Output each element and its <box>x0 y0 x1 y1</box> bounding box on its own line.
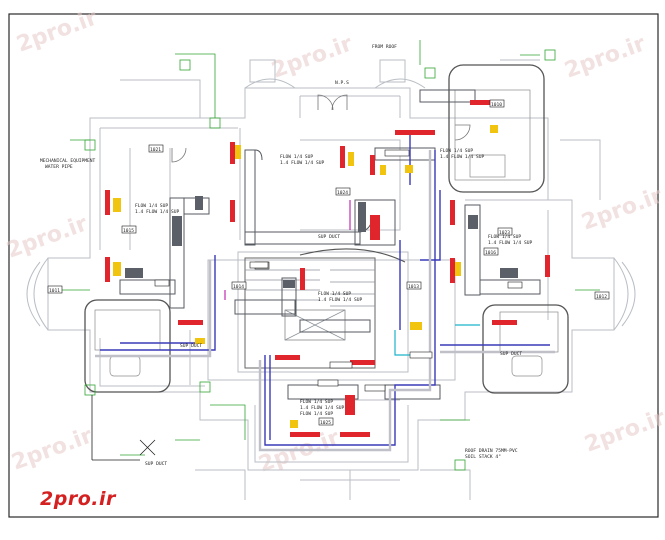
note-left: SUP DUCT <box>180 343 202 349</box>
room-tag: 1010 <box>491 102 502 108</box>
room-tag: 1014 <box>233 284 244 290</box>
note-dia-a: FLOW 1/4 SUP <box>488 234 521 240</box>
note-equipment: MECHANICAL EQUIPMENT <box>40 158 96 164</box>
equipment-boxes <box>154 149 523 392</box>
note-left: SUP DUCT <box>145 461 167 467</box>
room-tag: 1024 <box>337 190 348 196</box>
leader-lines <box>60 40 600 456</box>
duct-equipment <box>125 196 518 288</box>
note-dia-b: 1.4 FLOW 1/4 SUP <box>300 405 344 411</box>
note-dia-a: FLOW 1/4 SUP <box>440 148 473 154</box>
room-tag: 1016 <box>485 250 496 256</box>
supply-diffusers <box>105 100 550 437</box>
room-tag: 1023 <box>499 230 510 236</box>
floor-plan-walls <box>47 59 615 500</box>
plan-markers <box>84 49 556 471</box>
room-tag-labels: 1021 1015 1014 1023 1011 1012 1025 1013 … <box>49 102 607 426</box>
watermark: 2pro.ir <box>9 423 96 475</box>
note-dia-a: FLOW 1/4 SUP <box>318 291 351 297</box>
watermark: 2pro.ir <box>579 183 665 235</box>
annotations: FROM ROOF N.P.S MECHANICAL EQUIPMENT WAT… <box>40 44 532 467</box>
watermark: 2pro.ir <box>582 405 665 457</box>
note-dia-a: FLOW 1/4 SUP <box>135 203 168 209</box>
note-dia-b: 1.4 FLOW 1/4 SUP <box>318 297 362 303</box>
watermark: 2pro.ir <box>4 211 91 263</box>
watermark: 2pro.ir <box>14 5 101 57</box>
doors <box>171 94 471 163</box>
site-logo: 2pro.ir <box>40 488 116 510</box>
supply-piping <box>100 130 550 446</box>
note-nps: N.P.S <box>335 80 349 86</box>
note-left: SUP DUCT <box>500 351 522 357</box>
note-dia-a: FLOW 1/4 SUP <box>300 399 333 405</box>
note-dia-a: FLOW 1/4 SUP <box>280 154 313 160</box>
return-grilles <box>113 125 498 428</box>
room-tag: 1025 <box>320 420 331 426</box>
grid-cross-marker <box>91 395 156 461</box>
note-riser: WATER PIPE <box>45 164 73 170</box>
room-tag: 1012 <box>596 294 607 300</box>
note-dia-b: 1.4 FLOW 1/4 SUP <box>488 240 532 246</box>
bay-windows <box>26 78 636 331</box>
room-tag: 1013 <box>408 284 419 290</box>
note-dia-b: 1.4 FLOW 1/4 SUP <box>135 209 179 215</box>
room-tags <box>47 99 610 426</box>
note-dia-b: 1.4 FLOW 1/4 SUP <box>440 154 484 160</box>
room-tag: 1011 <box>49 288 60 294</box>
room-tag: 1021 <box>150 147 161 153</box>
note-bottom-a: ROOF DRAIN 75MM-PVC <box>465 448 518 454</box>
note-top: FROM ROOF <box>372 44 397 50</box>
sheet-border <box>8 13 659 518</box>
note-left: SUP DUCT <box>318 234 340 240</box>
return-piping <box>95 150 555 452</box>
watermark: 2pro.ir <box>269 31 356 83</box>
note-bottom-b: SOIL STACK 4" <box>465 454 501 460</box>
bathroom-cores <box>84 64 569 394</box>
room-tag: 1015 <box>123 228 134 234</box>
note-dia-a: FLOW 1/4 SUP <box>300 411 333 417</box>
note-dia-b: 1.4 FLOW 1/4 SUP <box>280 160 324 166</box>
watermark: 2pro.ir <box>562 31 649 83</box>
